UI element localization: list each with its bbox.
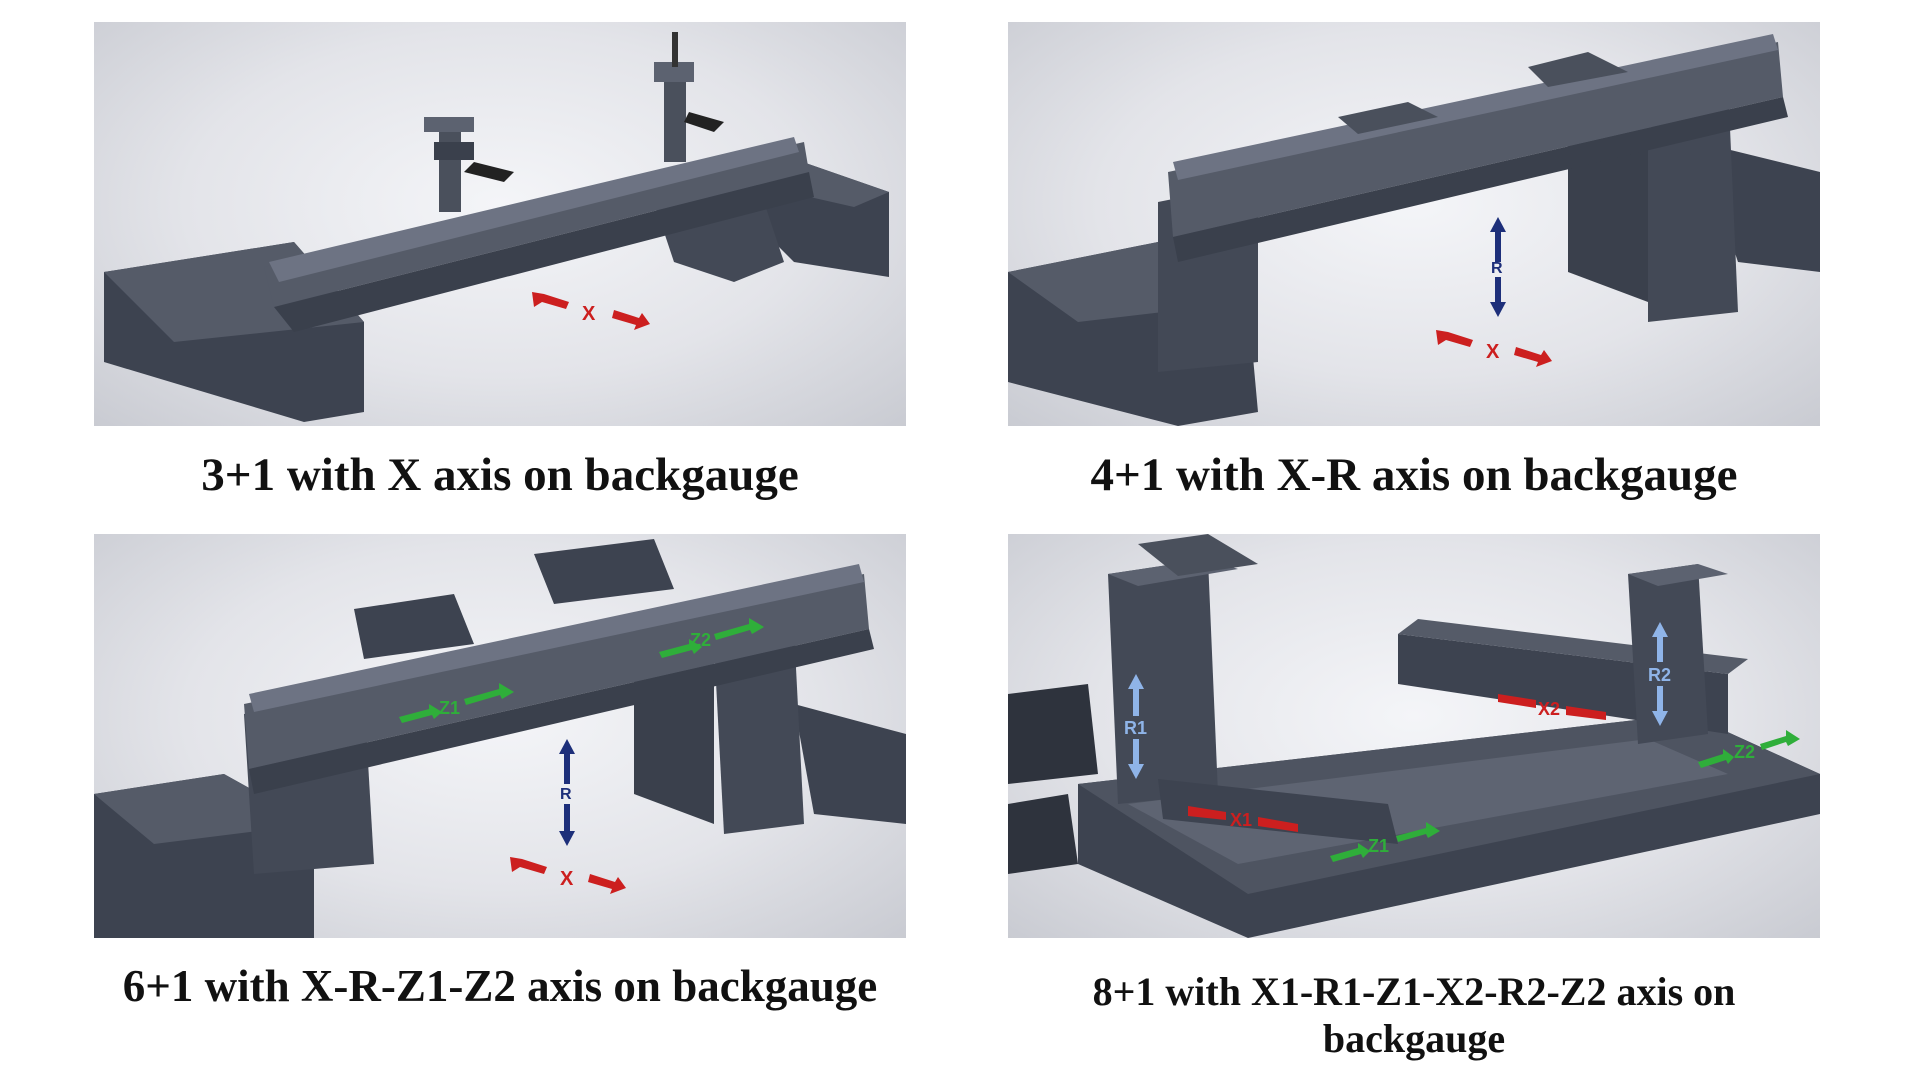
z1-axis-label: Z1 [1368,836,1389,856]
x1-axis-arrow: X1 [1188,806,1298,832]
x2-axis-label: X2 [1538,699,1560,719]
panel-4-plus-1-image: R X [1008,22,1820,426]
x-axis-label: X [560,868,574,890]
x1-axis-label: X1 [1230,810,1252,830]
r2-axis-label: R2 [1648,665,1671,685]
backgauge-finger-left [424,117,514,212]
backgauge-3-plus-1-illustration: X [104,32,889,422]
backgauge-6-plus-1-illustration: Z1 Z2 R X [94,539,906,938]
x-axis-label: X [582,303,596,325]
caption-6-plus-1: 6+1 with X-R-Z1-Z2 axis on backgauge [122,961,878,1011]
x-axis-arrow: X [1436,330,1552,367]
r-axis-label: R [560,786,572,803]
caption-3-plus-1: 3+1 with X axis on backgauge [201,449,799,501]
r1-axis-arrow: R1 [1124,674,1147,779]
z2-axis-arrow: Z2 [659,618,764,658]
r2-axis-arrow: R2 [1648,622,1671,726]
z1-axis-label: Z1 [439,698,460,718]
z2-axis-label: Z2 [690,630,711,650]
r-axis-arrow: R [1490,217,1506,317]
panel-6-plus-1-image: Z1 Z2 R X [94,534,906,938]
backgauge-finger-right [654,32,724,162]
backgauge-8-plus-1-illustration: R1 R2 X1 X2 Z1 Z2 [1008,534,1820,938]
x-axis-arrow: X [532,292,650,330]
x-axis-arrow: X [510,857,626,894]
r-axis-label: R [1491,260,1503,277]
z2-axis-label: Z2 [1734,742,1755,762]
z1-axis-arrow: Z1 [1330,822,1440,862]
r1-axis-label: R1 [1124,718,1147,738]
backgauge-4-plus-1-illustration: R X [1008,34,1820,426]
caption-4-plus-1: 4+1 with X-R axis on backgauge [1090,449,1738,501]
x2-axis-arrow: X2 [1498,694,1606,720]
z1-axis-arrow: Z1 [399,683,514,723]
x-axis-label: X [1486,341,1500,363]
z2-axis-arrow: Z2 [1698,730,1800,768]
r-axis-arrow: R [559,739,575,846]
panel-3-plus-1-image: X [94,22,906,426]
panel-8-plus-1-image: R1 R2 X1 X2 Z1 Z2 [1008,534,1820,938]
caption-8-plus-1: 8+1 with X1-R1-Z1-X2-R2-Z2 axis on backg… [1092,969,1736,1061]
